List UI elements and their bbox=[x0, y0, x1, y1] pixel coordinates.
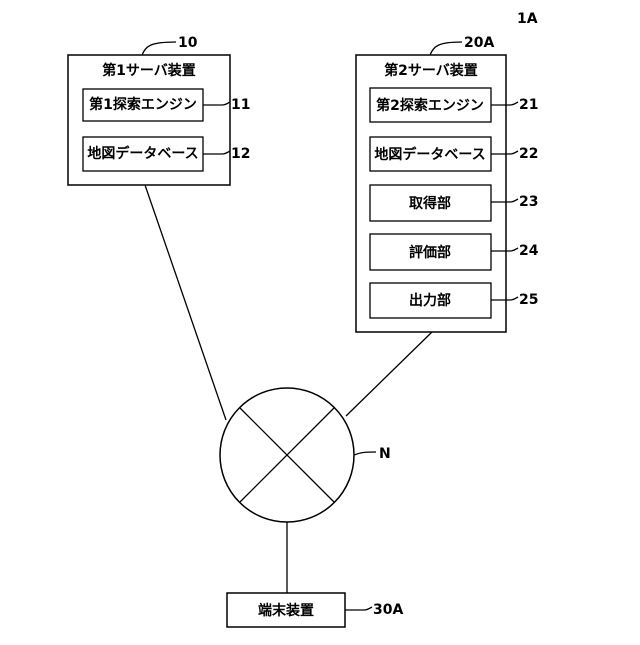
network-node: N bbox=[220, 388, 391, 522]
link-server2-network bbox=[346, 332, 432, 416]
server2-box: 第2サーバ装置 20A 第2探索エンジン 21 地図データベース 22 取得部 … bbox=[356, 35, 539, 332]
module-label: 取得部 bbox=[409, 195, 451, 212]
network-ref: N bbox=[379, 446, 391, 462]
module-ref: 12 bbox=[231, 146, 250, 162]
module-ref: 22 bbox=[519, 146, 538, 162]
terminal-label: 端末装置 bbox=[258, 602, 314, 619]
server2-ref: 20A bbox=[464, 35, 494, 51]
link-server1-network bbox=[145, 185, 226, 420]
server1-ref: 10 bbox=[178, 35, 198, 51]
module-ref: 21 bbox=[519, 97, 538, 113]
server1-title: 第1サーバ装置 bbox=[102, 62, 196, 79]
server2-leader bbox=[430, 42, 462, 55]
server1-leader bbox=[142, 42, 176, 55]
figure-ref: 1A bbox=[517, 11, 538, 27]
terminal-box: 端末装置 30A bbox=[227, 593, 403, 627]
module-label: 地図データベース bbox=[87, 145, 198, 162]
network-leader bbox=[354, 452, 376, 455]
server1-box: 第1サーバ装置 10 第1探索エンジン 11 地図データベース 12 bbox=[68, 35, 250, 185]
module-label: 出力部 bbox=[409, 292, 451, 309]
module-label: 評価部 bbox=[409, 244, 451, 261]
module-ref: 11 bbox=[231, 97, 250, 113]
module-label: 第1探索エンジン bbox=[89, 96, 197, 113]
module-ref: 23 bbox=[519, 194, 538, 210]
terminal-ref: 30A bbox=[373, 602, 403, 618]
module-ref: 25 bbox=[519, 292, 538, 308]
module-label: 第2探索エンジン bbox=[376, 97, 484, 114]
module-ref: 24 bbox=[519, 243, 539, 259]
module-label: 地図データベース bbox=[374, 146, 485, 163]
terminal-leader bbox=[345, 607, 372, 610]
server2-title: 第2サーバ装置 bbox=[384, 62, 478, 79]
